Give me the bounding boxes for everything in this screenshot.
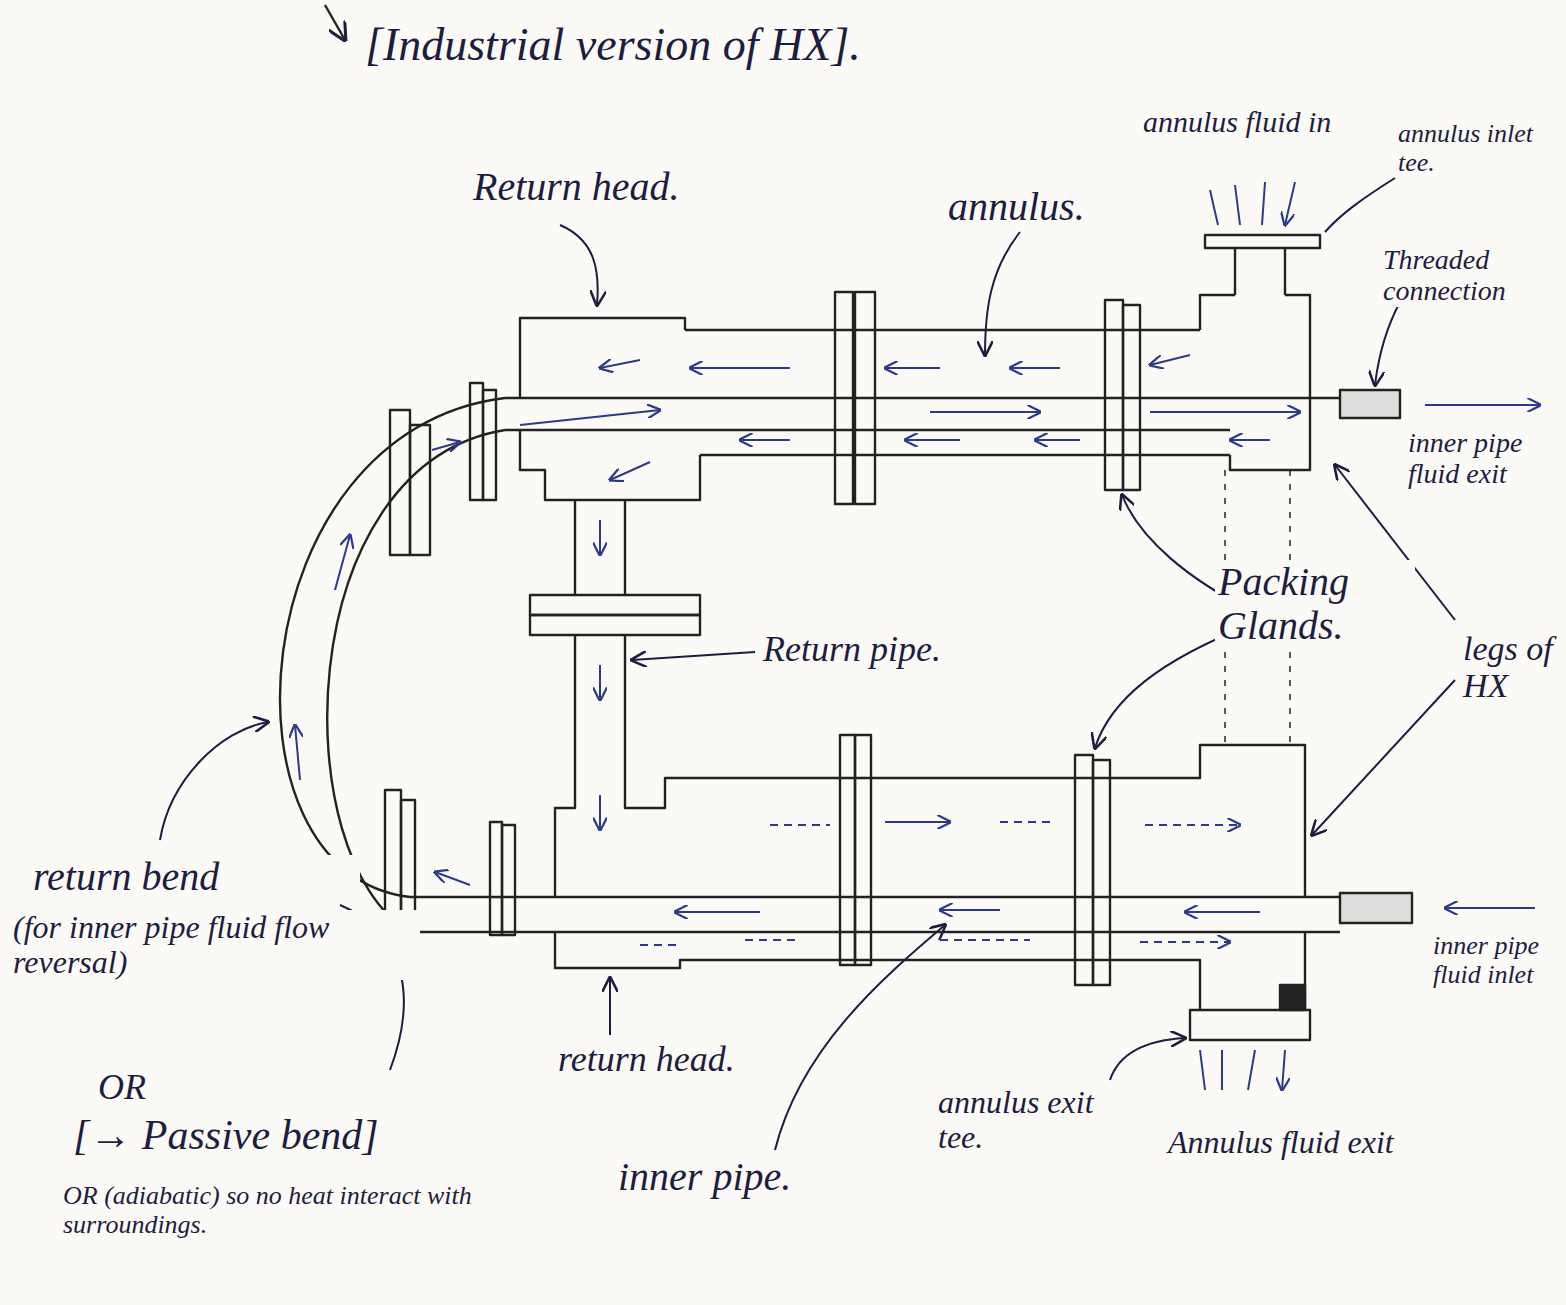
drawing-part (470, 383, 483, 500)
drawing-part (610, 462, 650, 480)
drawing-part (1075, 755, 1093, 985)
drawing-part (385, 790, 401, 930)
drawing-part (599, 520, 601, 555)
drawing-part (1150, 411, 1300, 413)
drawing-part (410, 897, 1340, 932)
drawing-part (483, 390, 496, 500)
drawing-part (600, 360, 640, 368)
drawing-part (560, 225, 598, 305)
callout-label: return head. (555, 1040, 745, 1080)
drawing-part (490, 822, 502, 935)
drawing-part (160, 722, 268, 840)
drawing-part (770, 822, 1240, 825)
drawing-part (1110, 1038, 1185, 1080)
callout-label: Return head. (470, 165, 750, 209)
drawing-part (1093, 760, 1110, 985)
drawing-part (435, 872, 470, 885)
callout-label: inner pipe fluid inlet (1430, 932, 1560, 989)
drawing-part (520, 410, 660, 425)
title: [Industrial version of HX]. (365, 18, 861, 71)
drawing-part (885, 367, 940, 369)
drawing-part (280, 398, 505, 897)
drawing-part (930, 411, 1040, 413)
drawing-part (1205, 235, 1320, 248)
callout-label: Threaded connection (1380, 245, 1560, 307)
drawing-part (530, 595, 700, 615)
drawing-part (325, 5, 345, 40)
callout-label: inner pipe. (615, 1155, 875, 1199)
drawing-part (555, 790, 1200, 1010)
drawing-part (940, 909, 1000, 911)
drawing-part (295, 182, 1540, 1090)
callout-label: OR (adiabatic) so no heat interact with … (60, 1182, 560, 1239)
drawing-part (855, 292, 875, 504)
drawing-part (1325, 178, 1395, 232)
callout-label: annulus exit tee. (935, 1085, 1125, 1155)
drawing-part (1425, 404, 1540, 406)
drawing-part (1123, 305, 1140, 490)
drawing-part (410, 425, 430, 555)
drawing-part (575, 500, 625, 790)
drawing-part (1235, 248, 1285, 295)
callout-label: [→ Passive bend] (70, 1112, 450, 1158)
callout-label: Return pipe. (760, 630, 1020, 670)
drawing-part (599, 795, 601, 830)
callout-label: OR (95, 1068, 175, 1108)
drawing-part (1340, 390, 1400, 418)
drawing-part (985, 232, 1020, 355)
drawing-part (295, 725, 300, 780)
drawing-part (1210, 182, 1295, 225)
drawing-part (502, 825, 515, 935)
callout-label: annulus inlet tee. (1395, 120, 1560, 177)
drawing-part (1185, 911, 1260, 913)
callout-label: inner pipe fluid exit (1405, 428, 1560, 490)
drawing-part (690, 367, 790, 369)
drawing-part (1445, 907, 1535, 909)
drawing-part (1280, 985, 1305, 1010)
drawing-part (335, 535, 350, 590)
drawing-part (775, 925, 945, 1150)
drawing-part (1035, 439, 1080, 441)
drawing-part (1010, 367, 1060, 369)
drawing-part (632, 652, 755, 660)
drawing-part (640, 940, 1230, 945)
drawing-part (1105, 300, 1123, 490)
drawing-part (530, 615, 700, 635)
drawing-part (1200, 1050, 1285, 1090)
drawing-part (625, 745, 1305, 897)
drawing-part (599, 665, 601, 700)
callout-label: Annulus fluid exit (1165, 1125, 1415, 1160)
drawing-part (840, 735, 855, 965)
drawing-part (1190, 1010, 1310, 1040)
drawing-part (740, 439, 790, 441)
drawing-part (1312, 680, 1455, 835)
drawing-part (505, 398, 1340, 430)
drawing-part (685, 330, 1230, 455)
drawing-part (905, 439, 960, 441)
drawing-part (520, 318, 700, 500)
drawing-part (885, 821, 950, 823)
drawing-part (835, 292, 853, 504)
drawing-part (1230, 439, 1270, 441)
callout-label: (for inner pipe fluid flow reversal) (10, 910, 420, 980)
callout-label: Packing Glands. (1215, 560, 1415, 648)
callout-label: annulus. (945, 185, 1135, 229)
callout-label: annulus fluid in (1140, 105, 1340, 138)
drawing-part (675, 911, 760, 913)
drawing-part (1340, 893, 1412, 923)
drawing-part (855, 735, 871, 965)
drawing-part (1375, 302, 1400, 385)
callout-label: legs of HX (1460, 630, 1560, 705)
drawing-part (1150, 355, 1190, 365)
drawing-part (160, 178, 1455, 1150)
drawing-part (609, 978, 611, 1035)
drawing-part (432, 442, 460, 450)
callout-label: return bend (30, 855, 360, 899)
drawing-part (390, 410, 410, 555)
drawing-part (1200, 295, 1310, 470)
